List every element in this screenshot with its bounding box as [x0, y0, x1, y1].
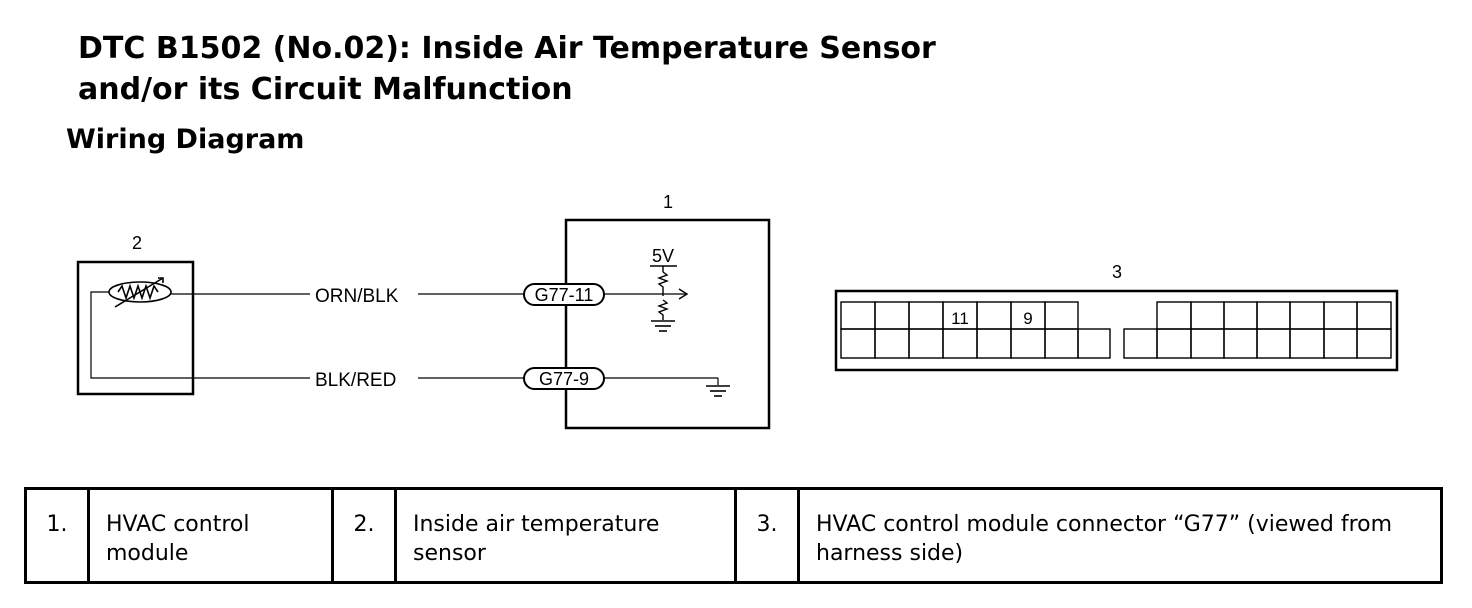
legend-item-1-text: HVAC control module [87, 487, 334, 584]
pullup-resistor-icon [657, 266, 669, 320]
sensor-box [76, 260, 195, 396]
legend-item-3-text: HVAC control module connector “G77” (vie… [797, 487, 1443, 584]
wire-orn-blk-label: ORN/BLK [315, 286, 399, 307]
page-title: DTC B1502 (No.02): Inside Air Temperatur… [78, 28, 936, 110]
ground-symbol-icon [706, 385, 730, 397]
connector-g77-cavities [840, 301, 1392, 359]
wiring-diagram: 1 2 3 ORN/BLK BLK/RED G77-11 G77-9 5V [76, 192, 1399, 430]
section-heading: Wiring Diagram [66, 124, 305, 155]
voltage-label: 5V [652, 246, 674, 266]
title-line-1: DTC B1502 (No.02): Inside Air Temperatur… [78, 31, 936, 66]
wire-blk-red-label: BLK/RED [315, 370, 396, 391]
sensor-internal-lead [90, 291, 193, 379]
arrow-icon [678, 288, 689, 300]
sensor-callout: 2 [132, 233, 142, 253]
terminal-g77-9-label: G77-9 [539, 369, 589, 389]
legend-item-3-number: 3. [734, 487, 800, 584]
module-callout: 1 [663, 192, 673, 212]
connector-g77-housing [834, 289, 1399, 372]
connector-pin-9: 9 [1023, 309, 1032, 328]
legend-row: 1. HVAC control module 2. Inside air tem… [24, 487, 1443, 584]
legend-table: 1. HVAC control module 2. Inside air tem… [24, 487, 1443, 584]
hvac-control-module-box [564, 218, 771, 430]
connector-pin-11: 11 [951, 309, 969, 328]
ground-symbol-icon [651, 320, 675, 332]
connector-callout: 3 [1112, 262, 1122, 282]
title-line-2: and/or its Circuit Malfunction [78, 72, 573, 107]
terminal-g77-11-label: G77-11 [535, 285, 594, 305]
legend-item-2-text: Inside air temperature sensor [394, 487, 737, 584]
legend-item-1-number: 1. [24, 487, 90, 584]
legend-item-2-number: 2. [331, 487, 397, 584]
thermistor-icon [108, 277, 172, 308]
